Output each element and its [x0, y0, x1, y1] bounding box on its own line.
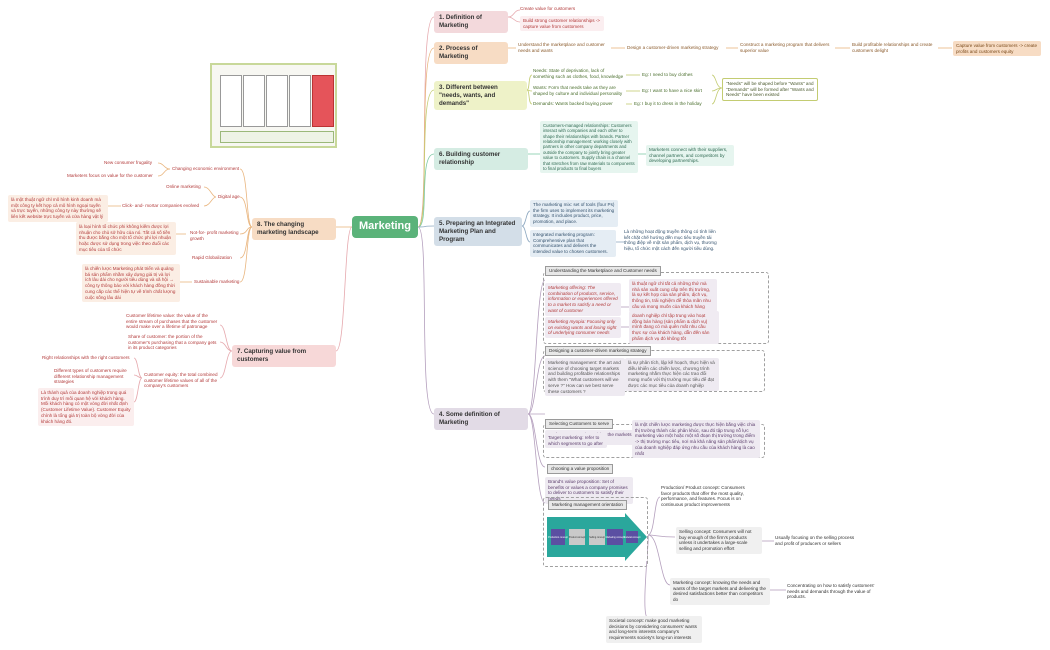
process-step[interactable]: Design a customer-driven marketing strat…: [627, 45, 719, 50]
click-and-mortar[interactable]: Click- and- mortar companies evolved: [122, 203, 200, 208]
integrated-program-vi[interactable]: Là những hoạt động truyền thông có tính …: [624, 229, 717, 252]
marketing-offering-vi[interactable]: là thuật ngữ chỉ tất cả những thứ mà nhà…: [629, 279, 717, 312]
diagram-label: Societal concept: [624, 536, 641, 539]
orientation-step: [551, 529, 565, 545]
demands-definition[interactable]: Demands: Wants backed buying power: [533, 101, 613, 106]
diagram-label: Product concept: [569, 536, 586, 539]
orientation-step: [607, 529, 623, 545]
thumbnail-cell: [220, 75, 242, 127]
customer-equity[interactable]: Customer equity: the total combined cust…: [144, 372, 218, 389]
marketing-concept[interactable]: Marketing concept: knowing the needs and…: [670, 578, 770, 605]
customer-equity-vi[interactable]: Là thành quả của doanh nghiệp trong quá …: [38, 388, 134, 427]
click-and-mortar-vi[interactable]: là một thuật ngữ chỉ mô hình kinh doanh …: [8, 195, 108, 222]
process-step[interactable]: Understand the marketplace and customer …: [518, 42, 605, 53]
diagram-label: Production concept: [548, 536, 568, 539]
thumbnail-cell: [266, 75, 288, 127]
marketing-myopia[interactable]: Marketing myopia: Focusing only on exist…: [545, 317, 621, 339]
share-of-customer[interactable]: Share of customer: the portion of the cu…: [128, 334, 217, 351]
societal-concept[interactable]: Societal concept: make good marketing de…: [606, 616, 702, 643]
diagram-label: Selling concept: [589, 536, 605, 539]
sustainable-marketing-vi[interactable]: là chiến lược Marketing phát triển và qu…: [82, 264, 180, 303]
selling-concept[interactable]: Selling concept: Consumers will not buy …: [676, 527, 762, 554]
customer-lifetime-value[interactable]: Customer lifetime value: the value of th…: [126, 313, 218, 330]
not-for-profit-growth[interactable]: Not-for- profit marketing growth: [190, 230, 239, 241]
needs-definition[interactable]: Needs: State of deprivation, lack of som…: [533, 68, 624, 79]
thumbnail-cell-highlight: [312, 75, 334, 127]
economic-environment[interactable]: Changing economic environment: [172, 166, 240, 171]
thumbnail-footer: [220, 131, 334, 143]
process-thumbnail: [210, 63, 337, 148]
online-marketing[interactable]: Online marketing: [166, 184, 201, 189]
wants-example[interactable]: Eg: I want to have a nice skirt: [642, 88, 703, 93]
section-selecting-customers[interactable]: Selecting Customers to serve: [545, 419, 613, 429]
relationship-note[interactable]: Marketers connect with their suppliers, …: [646, 145, 734, 167]
section-strategy[interactable]: Designing a customer-driven marketing st…: [545, 346, 651, 356]
process-step[interactable]: Build profitable relationships and creat…: [852, 42, 933, 53]
branch-needs-wants-demands[interactable]: 3. Different between "needs, wants, and …: [434, 81, 527, 111]
definition-item[interactable]: Create value for customers: [520, 6, 576, 11]
sustainable-marketing[interactable]: Sustainable marketing: [194, 279, 240, 284]
marketing-mix[interactable]: The marketing mix: set of tools (four Ps…: [530, 200, 618, 227]
relationship-types[interactable]: Customers-managed relationships: Custome…: [540, 121, 638, 174]
marketing-myopia-vi[interactable]: doanh nghiệp chỉ tập trung vào hoạt động…: [629, 311, 719, 344]
consumer-frugality[interactable]: New consumer frugality: [104, 160, 152, 165]
orientation-step: [569, 529, 585, 545]
section-frame-5: [543, 497, 648, 567]
value-focus[interactable]: Marketers focus on value for the custome…: [67, 173, 153, 178]
process-step[interactable]: Construct a marketing program that deliv…: [740, 42, 830, 53]
target-marketing[interactable]: Target marketing: refer to which segment…: [545, 433, 607, 449]
digital-age[interactable]: Digital age: [218, 194, 240, 199]
section-frame-2: [543, 350, 765, 392]
orientation-step: [626, 531, 638, 543]
branch-process[interactable]: 2. Process of Marketing: [434, 42, 508, 64]
branch-changing-landscape[interactable]: 8. The changing marketing landscape: [252, 218, 336, 240]
branch-definitions[interactable]: 4. Some definition of Marketing: [434, 408, 528, 430]
definition-item[interactable]: Build strong customer relationships -> c…: [520, 16, 604, 32]
needs-example[interactable]: Eg: I need to buy clothes: [642, 72, 693, 77]
diagram-label: Marketing concept: [606, 536, 625, 539]
marketing-concept-note[interactable]: Concentrating on how to satisfy customer…: [787, 583, 875, 600]
thumbnail-cell: [289, 75, 311, 127]
brand-value-proposition[interactable]: Brand's value proposition: Set of benefi…: [545, 477, 633, 504]
branch-marketing-plan[interactable]: 5. Preparing an Integrated Marketing Pla…: [434, 217, 522, 247]
integrated-program[interactable]: Integrated marketing program: Comprehens…: [530, 230, 616, 257]
section-value-proposition[interactable]: choosing a value proposition: [547, 464, 614, 474]
customer-types[interactable]: Different types of customers require dif…: [54, 368, 127, 385]
rapid-globalization[interactable]: Rapid Globalization: [192, 255, 232, 260]
orientation-diagram: Production concept Product concept Selli…: [547, 513, 647, 561]
not-for-profit-vi[interactable]: là loại hình tổ chức phi không kiếm được…: [76, 222, 176, 255]
right-relationships[interactable]: Right relationships with the right custo…: [42, 355, 130, 360]
demands-example[interactable]: Eg: I buy it to dress in the holiday: [634, 101, 702, 106]
marketing-management[interactable]: Marketing management: the art and scienc…: [545, 358, 625, 397]
process-step-final[interactable]: Capture value from customers -> create p…: [953, 41, 1041, 57]
central-topic[interactable]: Marketing: [352, 216, 418, 238]
marketing-management-vi[interactable]: là sự phân tích, lập kế hoạch, thực hiện…: [625, 358, 719, 391]
target-marketing-vi[interactable]: là một chiến lược marketing được thực hi…: [632, 420, 760, 459]
branch-customer-relationship[interactable]: 6. Building customer relationship: [434, 148, 528, 170]
selling-concept-note[interactable]: Usually focusing on the selling process …: [775, 535, 855, 546]
section-marketplace[interactable]: Understanding the Marketplace and Custom…: [545, 266, 661, 276]
orientation-step: [589, 529, 605, 545]
branch-definition[interactable]: 1. Definition of Marketing: [434, 11, 508, 33]
section-orientation[interactable]: Marketing management orientation: [548, 500, 627, 510]
thumbnail-cell: [243, 75, 265, 127]
wants-definition[interactable]: Wants: Form that needs take as they are …: [533, 85, 623, 96]
marketing-offering[interactable]: Marketing offering: The combination of p…: [545, 283, 621, 316]
needs-wants-note[interactable]: "Needs" will be shaped before "Wants" an…: [722, 78, 818, 102]
production-concept[interactable]: Production/ Product concept: Consumers f…: [661, 485, 745, 508]
branch-capturing-value[interactable]: 7. Capturing value from customers: [232, 345, 336, 367]
